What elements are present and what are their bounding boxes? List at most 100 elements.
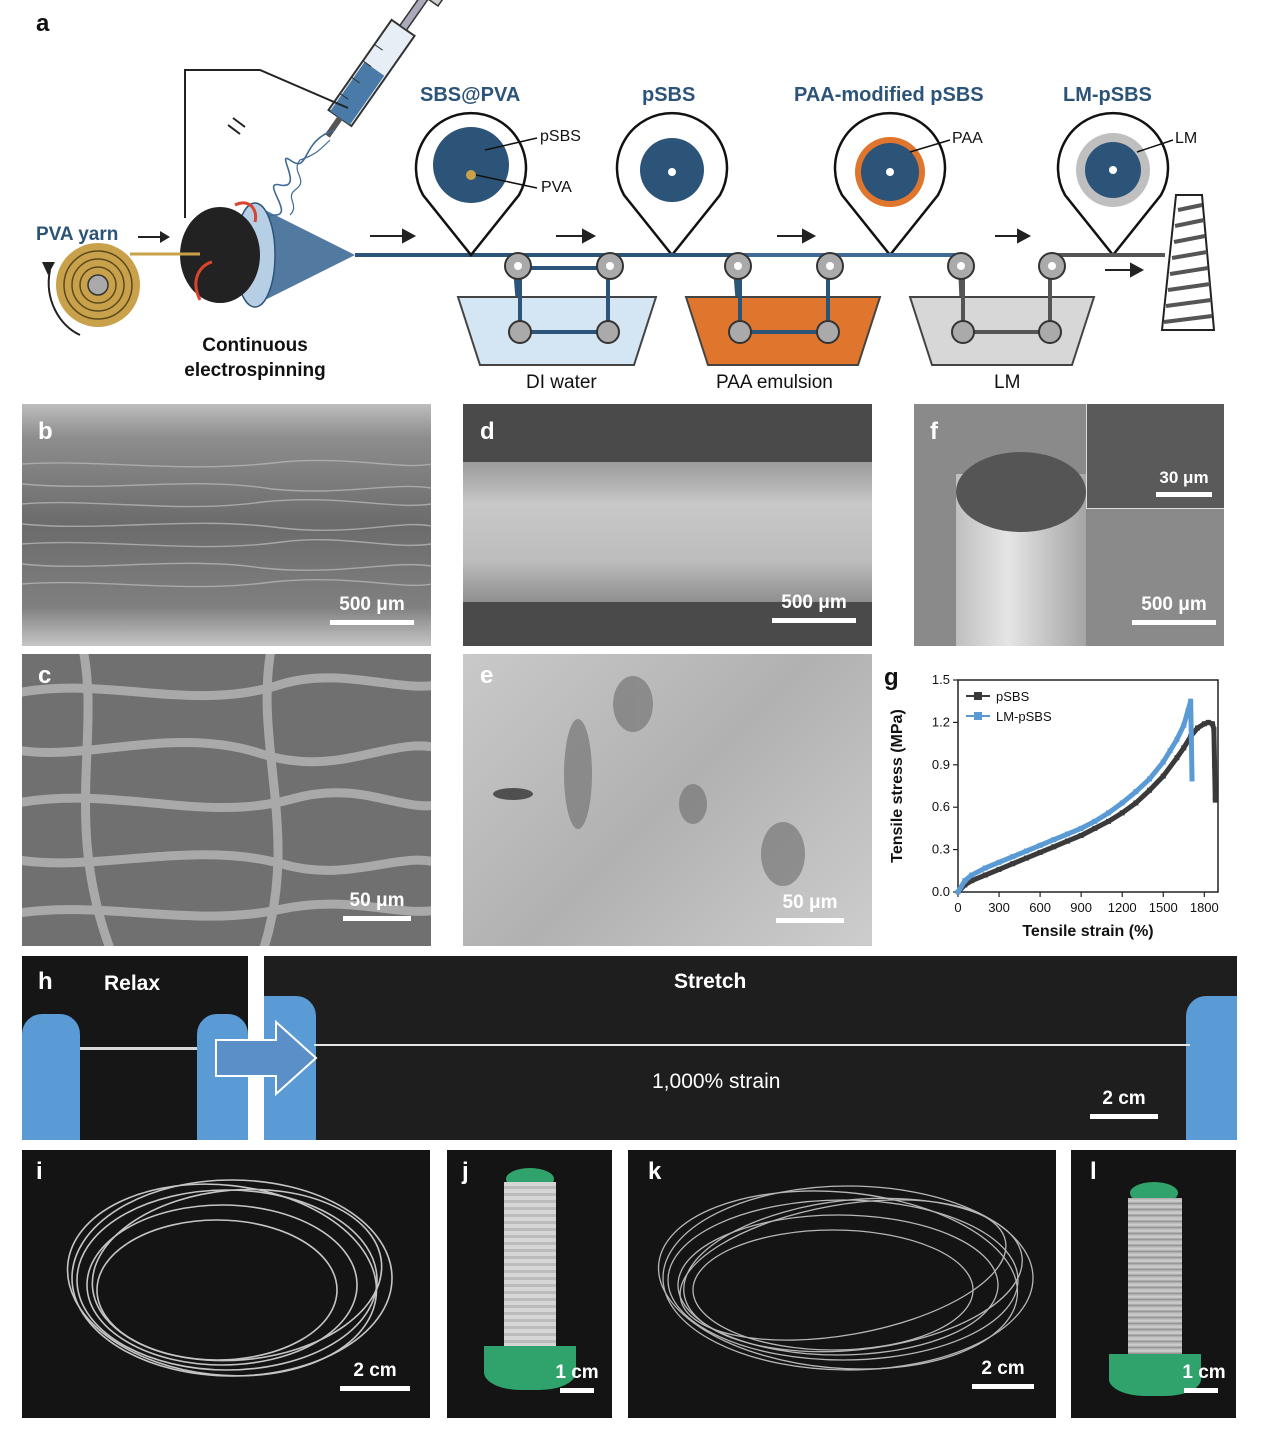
stretch-label: Stretch (674, 970, 747, 993)
x-tick-label: 1800 (1190, 900, 1219, 915)
scale-bar-f-text: 500 μm (1141, 594, 1207, 615)
data-point (1092, 818, 1098, 824)
photo-panel-h-stretch (264, 956, 1237, 1140)
scale-bar-e-text: 50 μm (782, 892, 838, 913)
scale-bar-l-text: 1 cm (1182, 1362, 1226, 1383)
title-sbs-pva: SBS@PVA (420, 84, 521, 106)
yarn-coil-k (657, 1185, 1034, 1371)
pva-yarn-spool-icon (42, 243, 140, 336)
photo-panel-j (447, 1150, 612, 1418)
inset-f (1086, 404, 1224, 509)
data-point (1201, 721, 1207, 727)
fiber-body (463, 462, 872, 602)
y-tick-label: 0.9 (932, 757, 950, 772)
data-point (1106, 818, 1112, 824)
data-point (1119, 800, 1125, 806)
panel-label-e: e (480, 662, 494, 689)
data-point (1205, 719, 1211, 725)
data-point (962, 878, 968, 884)
x-tick-label: 600 (1029, 900, 1051, 915)
data-point (996, 866, 1002, 872)
photo-panel-l (1071, 1150, 1236, 1418)
y-axis-label: Tensile stress (MPa) (889, 709, 906, 863)
data-point (1010, 854, 1016, 860)
scale-bar-b-text: 500 μm (339, 594, 405, 615)
data-point (1078, 832, 1084, 838)
data-point (1119, 810, 1125, 816)
data-point (996, 859, 1002, 865)
data-point (1023, 848, 1029, 854)
data-point (969, 872, 975, 878)
scale-bar-f-inset-line (1156, 492, 1212, 497)
bobbin-base-j (484, 1346, 576, 1390)
data-point (1133, 800, 1139, 806)
data-point (1023, 855, 1029, 861)
photo-panel-h-relax (22, 956, 248, 1140)
callout-paa: PAA (952, 130, 983, 147)
electrospinning-label: Continuous electrospinning (160, 333, 350, 383)
data-point (1064, 831, 1070, 837)
data-point (1051, 837, 1057, 843)
strain-label: 1,000% strain (652, 1070, 781, 1093)
scale-bar-b-line (330, 620, 414, 625)
data-point (982, 865, 988, 871)
legend-label: pSBS (996, 689, 1030, 704)
scale-bar-k: 2 cm (972, 1358, 1034, 1389)
scale-bar-l-line (1184, 1388, 1218, 1393)
data-point (1051, 844, 1057, 850)
panel-label-g: g (884, 664, 899, 691)
scale-bar-d-line (772, 618, 856, 623)
y-tick-label: 1.5 (932, 672, 950, 687)
x-tick-label: 0 (954, 900, 961, 915)
title-psbs: pSBS (642, 84, 696, 106)
surface-texture-e (493, 676, 805, 886)
data-point (1147, 787, 1153, 793)
y-tick-label: 1.2 (932, 714, 950, 729)
panel-label-h: h (38, 968, 53, 995)
panel-label-j: j (462, 1158, 469, 1185)
scale-bar-f-inset-text: 30 μm (1159, 468, 1209, 487)
data-point (1181, 722, 1187, 728)
data-point (1185, 708, 1191, 714)
data-point (1210, 721, 1216, 727)
scale-bar-k-text: 2 cm (981, 1358, 1025, 1379)
sem-panel-b (22, 404, 431, 646)
callout-lm: LM (1175, 130, 1198, 147)
sem-panel-e (463, 654, 872, 946)
data-point (1147, 776, 1153, 782)
bobbin-yarn-j (504, 1182, 556, 1352)
panel-label-d: d (480, 418, 495, 445)
scale-bar-f: 500 μm (1132, 594, 1216, 625)
flow-arrows (370, 228, 1145, 278)
electrospinning-line2: electrospinning (184, 360, 326, 381)
x-tick-label: 1200 (1108, 900, 1137, 915)
bath-label-di-water: DI water (526, 372, 597, 393)
data-point (969, 878, 975, 884)
sem-panel-f (914, 404, 1224, 646)
callout-pva: PVA (541, 179, 572, 196)
scale-bar-e: 50 μm (776, 892, 844, 923)
electrospinning-line1: Continuous (202, 335, 308, 356)
fiber-texture (22, 459, 431, 588)
panel-label-a: a (36, 10, 50, 37)
data-point (1037, 849, 1043, 855)
scale-bar-c: 50 μm (343, 890, 411, 921)
photo-panel-k (628, 1150, 1056, 1418)
x-tick-label: 300 (988, 900, 1010, 915)
title-lm-psbs: LM-pSBS (1063, 84, 1152, 106)
cross-section-pin-paa (833, 111, 951, 258)
panel-label-k: k (648, 1158, 662, 1185)
arrow-right-icon (215, 1019, 318, 1097)
data-point (1160, 759, 1166, 765)
data-point (1167, 748, 1173, 754)
glove-stretch-right (1186, 996, 1237, 1140)
data-point (1212, 797, 1218, 803)
plot-frame (957, 679, 1219, 893)
data-point (1010, 861, 1016, 867)
data-point (1211, 726, 1217, 732)
scale-bar-k-line (972, 1384, 1034, 1389)
scale-bar-d: 500 μm (772, 592, 856, 623)
x-tick-label: 900 (1070, 900, 1092, 915)
scale-bar-j-line (560, 1388, 594, 1393)
